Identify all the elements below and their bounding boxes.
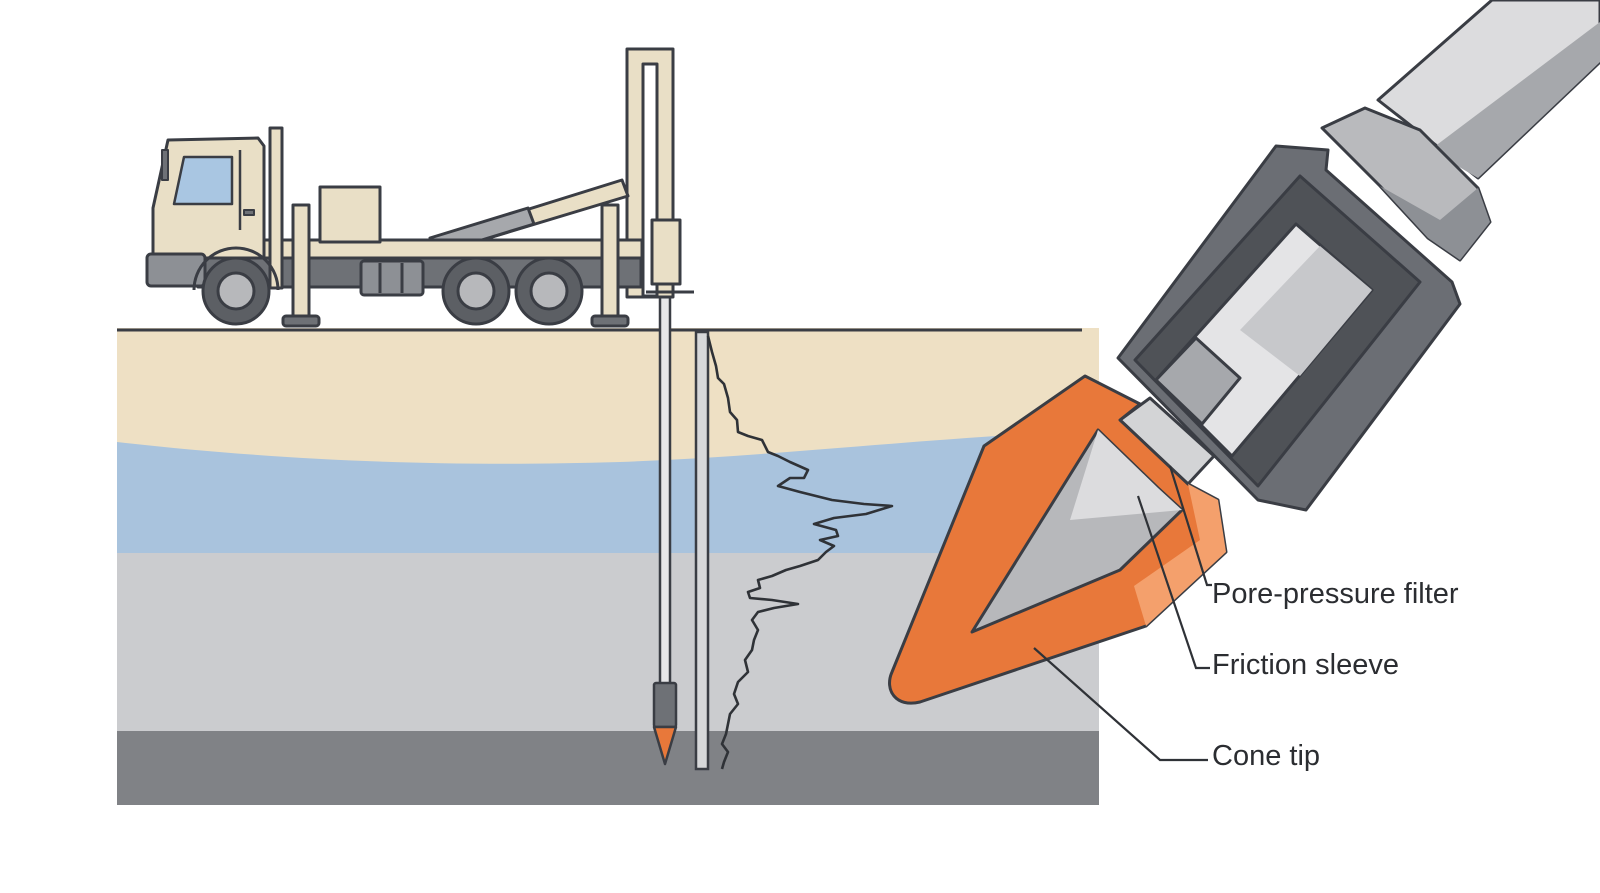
cone-probe-detail bbox=[888, 0, 1600, 705]
leader-friction-sleeve bbox=[1136, 495, 1210, 670]
cone-inner-sensor-light bbox=[1070, 430, 1182, 520]
cone-highlight bbox=[1134, 484, 1226, 626]
push-rod-shaft bbox=[658, 293, 672, 687]
log-depth-bar bbox=[694, 330, 710, 771]
wheel-rear-1-hub bbox=[456, 271, 496, 311]
load-cell-ring bbox=[1154, 336, 1242, 426]
wheel-rear-1 bbox=[441, 256, 511, 326]
load-cell-shade bbox=[1240, 246, 1372, 376]
small-probe-body bbox=[652, 681, 678, 729]
mast-clamp bbox=[650, 218, 682, 286]
cab-window bbox=[172, 155, 234, 206]
leader-cone-tip bbox=[1033, 647, 1208, 762]
mirror bbox=[161, 149, 169, 181]
coupling-collar-shade bbox=[1380, 186, 1490, 260]
outrigger-rear-foot bbox=[590, 314, 630, 328]
resistance-log bbox=[694, 330, 894, 771]
outrigger-rear-leg bbox=[600, 203, 620, 322]
soil-layer-water bbox=[117, 430, 1099, 555]
outrigger-front bbox=[268, 126, 284, 290]
wheel-arch-front bbox=[192, 246, 280, 291]
outrigger-front-leg bbox=[291, 203, 311, 322]
outrigger-front-foot bbox=[281, 314, 321, 328]
label-pore-pressure-filter: Pore-pressure filter bbox=[1212, 578, 1459, 610]
equipment-box bbox=[318, 185, 382, 244]
label-friction-sleeve: Friction sleeve bbox=[1212, 649, 1399, 681]
cpt-truck bbox=[145, 47, 694, 328]
wheel-front-hub bbox=[216, 271, 256, 311]
wheel-rear-2 bbox=[514, 256, 584, 326]
resistance-log-curve bbox=[706, 335, 894, 770]
small-cone-tip bbox=[652, 725, 678, 766]
fuel-tank bbox=[359, 259, 425, 297]
wheel-rear-2-hub bbox=[529, 271, 569, 311]
leader-pore-pressure-filter bbox=[1168, 465, 1212, 587]
wheel-front bbox=[192, 246, 280, 326]
probe-rod-shade bbox=[1430, 22, 1600, 178]
callout-leaders bbox=[1033, 465, 1212, 762]
soil-layer-bedrock bbox=[117, 731, 1099, 805]
front-bumper bbox=[145, 252, 207, 288]
cab-door-handle bbox=[243, 209, 255, 216]
label-cone-tip: Cone tip bbox=[1212, 740, 1321, 772]
